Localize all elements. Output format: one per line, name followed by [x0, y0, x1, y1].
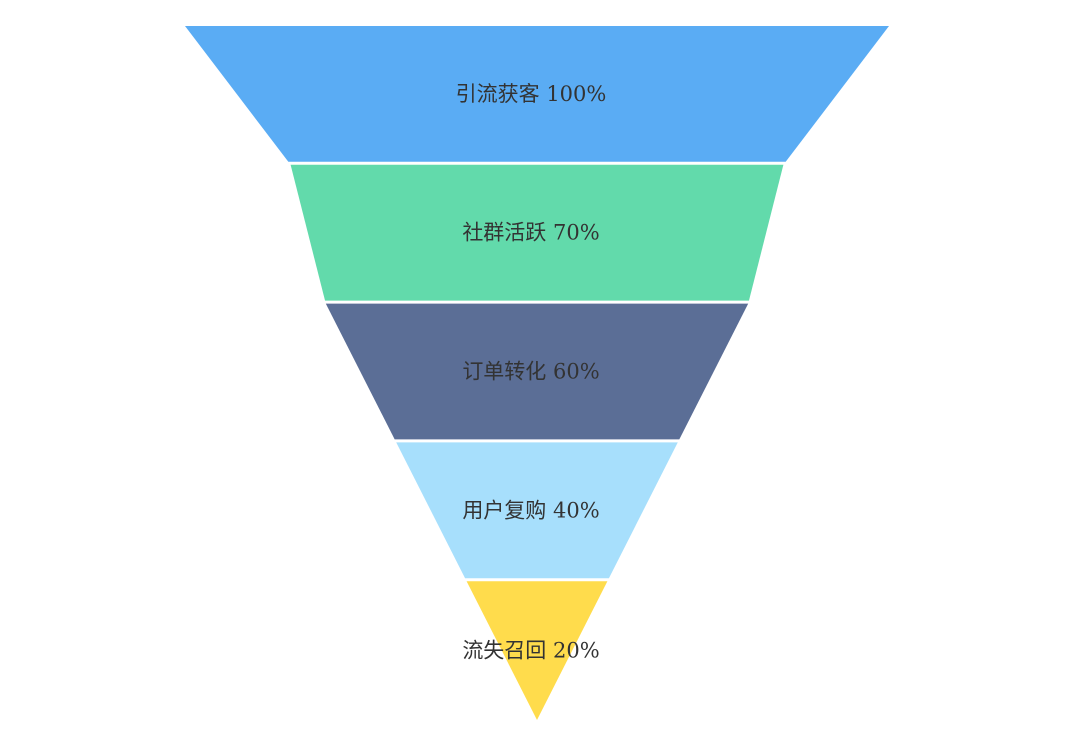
funnel-stage-label-4: 用户复购 40% — [462, 498, 599, 522]
funnel-stage-label-5: 流失召回 20% — [462, 639, 599, 663]
funnel-stages: 引流获客 100% 社群活跃 70% 订单转化 60% 用户复购 40% 流失召回 20… — [185, 26, 889, 720]
funnel-stage-3 — [325, 303, 749, 440]
funnel-stage-label-1: 引流获客 100% — [456, 82, 607, 106]
funnel-stage-label-3: 订单转化 60% — [462, 360, 599, 384]
funnel-stage-4 — [396, 442, 678, 579]
funnel-stage-1 — [185, 26, 889, 162]
funnel-stage-2 — [290, 164, 784, 301]
funnel-stage-label-2: 社群活跃 70% — [462, 221, 599, 245]
funnel-stage-5 — [466, 581, 608, 720]
